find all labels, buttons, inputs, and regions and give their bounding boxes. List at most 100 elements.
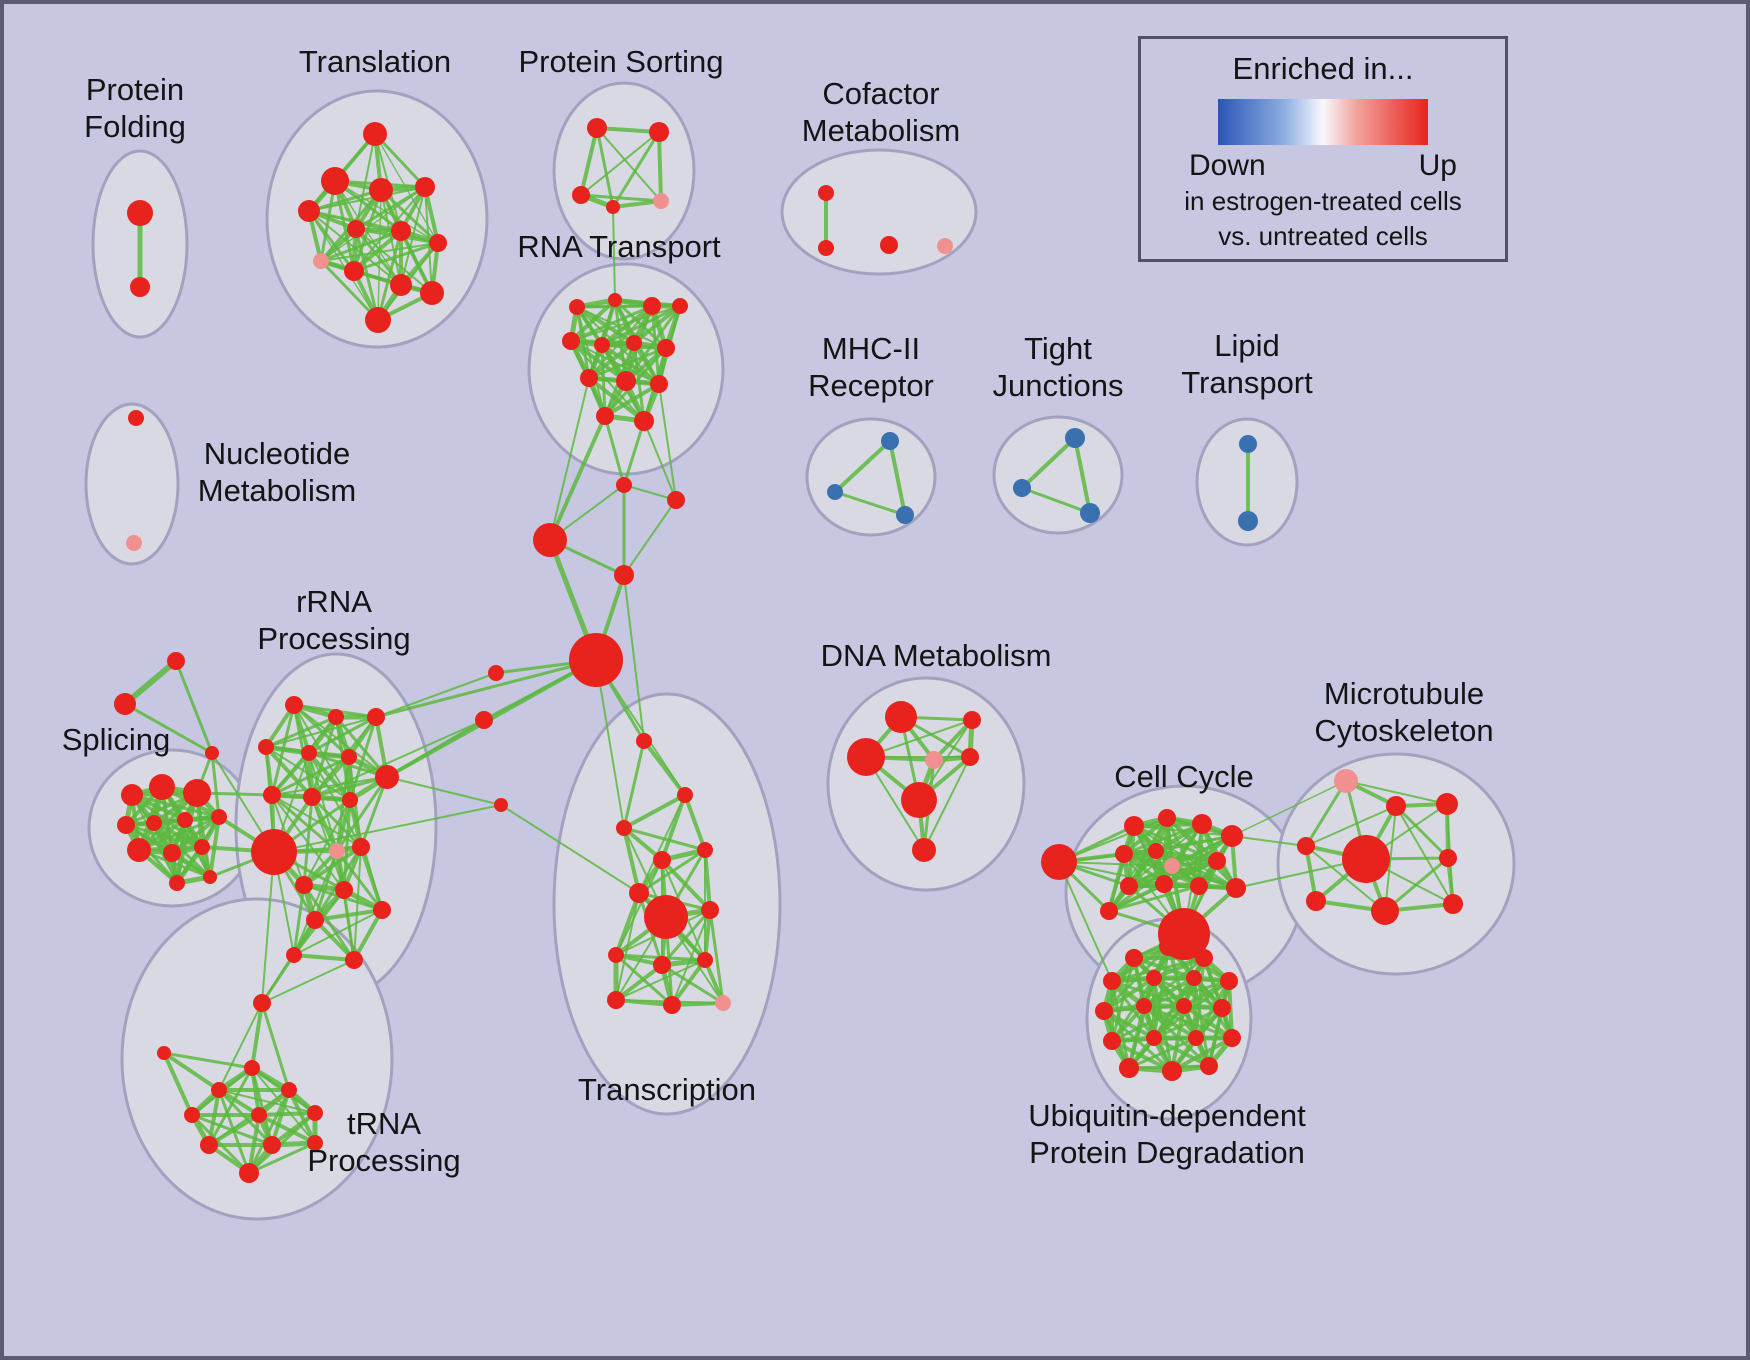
node (596, 407, 614, 425)
node (608, 293, 622, 307)
node (298, 200, 320, 222)
edge (623, 499, 677, 576)
node (488, 665, 504, 681)
edge (622, 793, 687, 830)
node (607, 991, 625, 1009)
edge (287, 1088, 317, 1145)
edge (313, 908, 384, 922)
node (127, 838, 151, 862)
edge (1152, 1036, 1211, 1068)
edge (1142, 976, 1196, 1008)
node (307, 1105, 323, 1121)
node (342, 792, 358, 808)
edge (355, 133, 376, 230)
cluster-mhc2-receptor (805, 417, 937, 537)
edge (1152, 1006, 1224, 1040)
edge (1107, 852, 1126, 913)
edge (1110, 956, 1206, 983)
edge (292, 953, 356, 962)
edge (293, 909, 383, 956)
node (205, 746, 219, 760)
edge (352, 908, 384, 962)
edge (622, 826, 707, 852)
node (961, 748, 979, 766)
node (1238, 511, 1258, 531)
edge (579, 193, 663, 203)
node (1213, 999, 1231, 1017)
edge (660, 963, 725, 1005)
edge (319, 229, 403, 263)
edge (210, 751, 221, 819)
node (295, 876, 313, 894)
node (653, 193, 669, 209)
node (901, 782, 937, 818)
node (1120, 877, 1138, 895)
node (420, 281, 444, 305)
edge (273, 804, 502, 853)
node (634, 411, 654, 431)
edge (310, 795, 363, 849)
cluster-label-rna-transport: RNA Transport (517, 229, 721, 264)
node (390, 274, 412, 296)
node (1158, 809, 1176, 827)
edge (310, 755, 351, 799)
node (127, 200, 153, 226)
node (587, 118, 607, 138)
node (1176, 998, 1192, 1014)
node (1371, 897, 1399, 925)
node (307, 1135, 323, 1151)
edge (359, 775, 389, 849)
node (827, 484, 843, 500)
edge (386, 776, 502, 806)
edge (257, 1113, 317, 1145)
node (1334, 769, 1358, 793)
edge (671, 909, 711, 1006)
edge (579, 126, 599, 197)
edge (670, 958, 707, 1007)
node (614, 565, 634, 585)
edge (1231, 780, 1347, 837)
edge (1122, 822, 1204, 856)
node (1148, 843, 1164, 859)
node (1146, 1030, 1162, 1046)
node (251, 1107, 267, 1123)
edge (923, 756, 971, 851)
edge (270, 755, 351, 797)
edge (342, 888, 356, 962)
edge (302, 845, 363, 887)
edge (375, 672, 497, 718)
edge (570, 305, 681, 342)
node (663, 996, 681, 1014)
edge (596, 127, 662, 202)
node (616, 820, 632, 836)
node (1190, 877, 1208, 895)
node (373, 901, 391, 919)
node (258, 739, 274, 755)
edge (354, 185, 427, 231)
node (569, 299, 585, 315)
node (1436, 793, 1458, 815)
node (937, 238, 953, 254)
node (697, 952, 713, 968)
node (203, 870, 217, 884)
node (352, 838, 370, 856)
edge (611, 199, 663, 209)
node (321, 167, 349, 195)
edge (308, 186, 426, 212)
node (885, 701, 917, 733)
edge (1058, 861, 1113, 982)
edge (123, 702, 214, 755)
node (184, 1107, 200, 1123)
edge (1020, 486, 1092, 515)
edge (354, 227, 403, 287)
edge (1107, 882, 1166, 913)
node (126, 535, 142, 551)
legend-caption-line2: vs. untreated cells (1218, 221, 1428, 251)
edge (1345, 780, 1448, 805)
